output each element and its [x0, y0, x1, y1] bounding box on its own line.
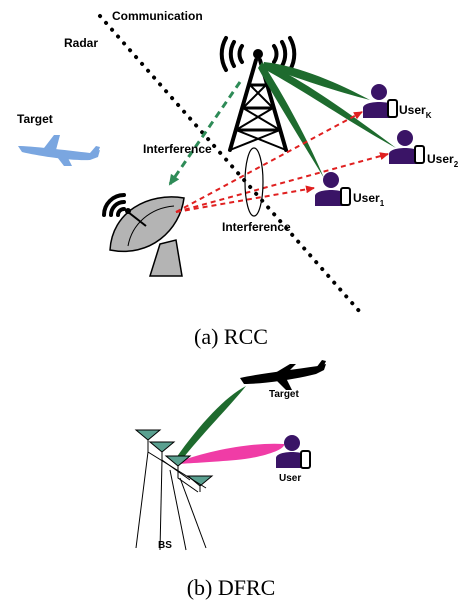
label-bs: BS: [158, 540, 172, 551]
communication-beams: [258, 62, 396, 178]
user-k-icon: [363, 84, 398, 118]
radar-dish-icon: [102, 193, 185, 277]
label-user-b: User: [279, 473, 301, 484]
beam-to-user: [178, 443, 285, 464]
panel-a: Communication Radar Target: [17, 9, 459, 349]
label-user-2: User2: [427, 152, 459, 169]
arrow-to-user-k: [175, 111, 363, 213]
arrow-to-user-2: [175, 152, 389, 213]
communication-tower-icon: [219, 36, 297, 152]
target-airplane-black-icon: [240, 360, 326, 390]
beam-to-user-1: [258, 62, 324, 178]
radar-interference-arrows: [175, 111, 389, 213]
label-target-b: Target: [269, 389, 299, 400]
label-target: Target: [17, 112, 53, 126]
user-1-icon: [315, 172, 351, 206]
beam-to-target: [176, 386, 246, 462]
bs-antenna-array-icon: [134, 429, 214, 487]
interference-region-ellipse: [244, 147, 264, 217]
tower-to-radar-interference-arrow: [168, 81, 242, 186]
caption-a: (a) RCC: [194, 324, 268, 349]
user-icon-b: [276, 435, 311, 469]
bs-mast-lines: [135, 440, 207, 551]
label-user-1: User1: [353, 191, 385, 208]
beam-to-user-k: [264, 62, 370, 100]
radar-communication-boundary: [98, 14, 362, 314]
label-interference-top: Interference: [143, 142, 212, 156]
beam-to-user-2: [262, 62, 396, 148]
caption-b: (b) DFRC: [187, 575, 276, 600]
label-interference-bottom: Interference: [222, 220, 291, 234]
panel-b: Target BS User (b) DFRC: [134, 360, 326, 600]
label-radar: Radar: [64, 36, 98, 50]
user-2-icon: [389, 130, 425, 164]
label-user-k: UserK: [399, 103, 432, 120]
target-airplane-icon: [18, 135, 100, 166]
label-communication: Communication: [112, 9, 203, 23]
